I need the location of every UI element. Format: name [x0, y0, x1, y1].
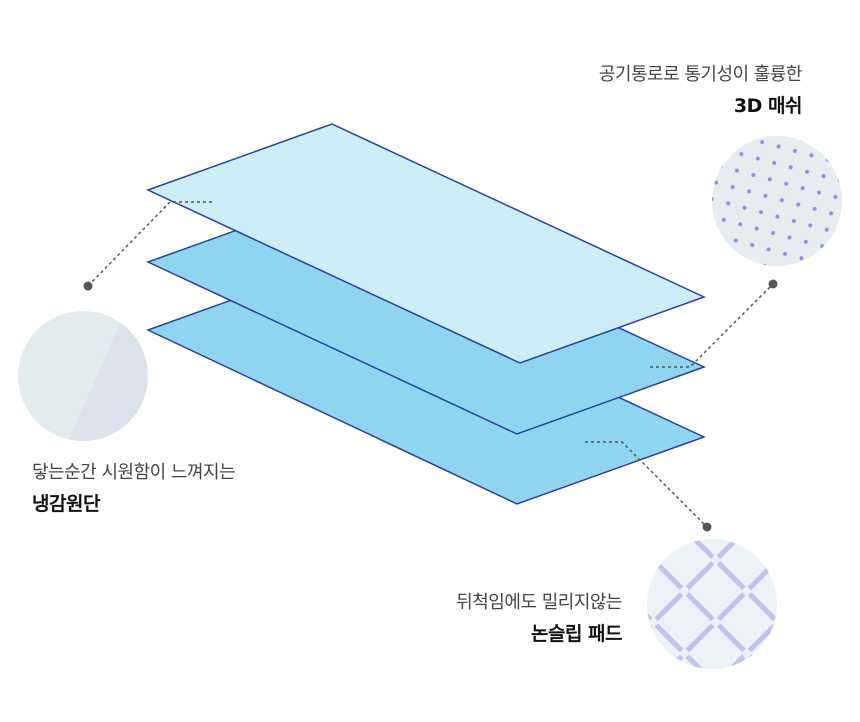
mesh-swatch [712, 136, 842, 266]
leader-mesh [650, 279, 778, 368]
nonslip-swatch [647, 539, 777, 669]
mesh-title: 3D 매쉬 [733, 95, 803, 117]
mesh-subtitle: 공기통로로 통기성이 훌륭한 [598, 64, 803, 85]
leader-cooling [83, 201, 212, 291]
cooling-title: 냉감원단 [32, 493, 100, 515]
cooling-subtitle: 닿는순간 시원함이 느껴지는 [32, 462, 236, 483]
leader-nonslip [585, 441, 712, 532]
nonslip-subtitle: 뒤척임에도 밀리지않는 [456, 592, 622, 613]
cooling-fabric-swatch [18, 311, 148, 441]
nonslip-title: 논슬립 패드 [530, 623, 623, 645]
cooling-fabric-layer [146, 123, 706, 364]
